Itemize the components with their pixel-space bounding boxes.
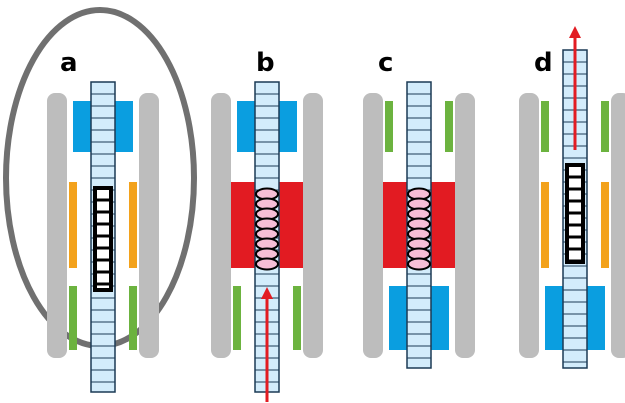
segment-middle-block-right [129,182,137,268]
segment-top-block-right [445,101,453,152]
segment-bottom-block-left [233,286,241,350]
panel-d [519,26,625,369]
segment-bottom-block-right [129,286,137,350]
segment-middle-block-left [541,182,549,268]
segment-middle-block-right [601,182,609,268]
segment-top-block-left [385,101,393,152]
segment-top-block-right [601,101,609,152]
rail-right [611,93,625,358]
panel-a [47,81,159,393]
segment-bottom-block-right [293,286,301,350]
panel-b [211,81,323,402]
segment-middle-block-left [69,182,77,268]
rail-right [455,93,475,358]
rail-left [519,93,539,358]
panel-b-label: b [256,48,275,78]
rail-left [363,93,383,358]
segment-bottom-block-left [69,286,77,350]
ladder-frame [93,186,113,292]
segment-top-block-left [541,101,549,152]
rail-right [303,93,323,358]
chain-bead [255,257,279,271]
rail-left [211,93,231,358]
panel-d-label: d [534,48,553,78]
rail-left [47,93,67,358]
panel-a-label: a [60,48,78,78]
panel-c [363,81,475,369]
chain-bead [407,257,431,271]
panel-c-label: c [378,48,393,78]
rail-right [139,93,159,358]
